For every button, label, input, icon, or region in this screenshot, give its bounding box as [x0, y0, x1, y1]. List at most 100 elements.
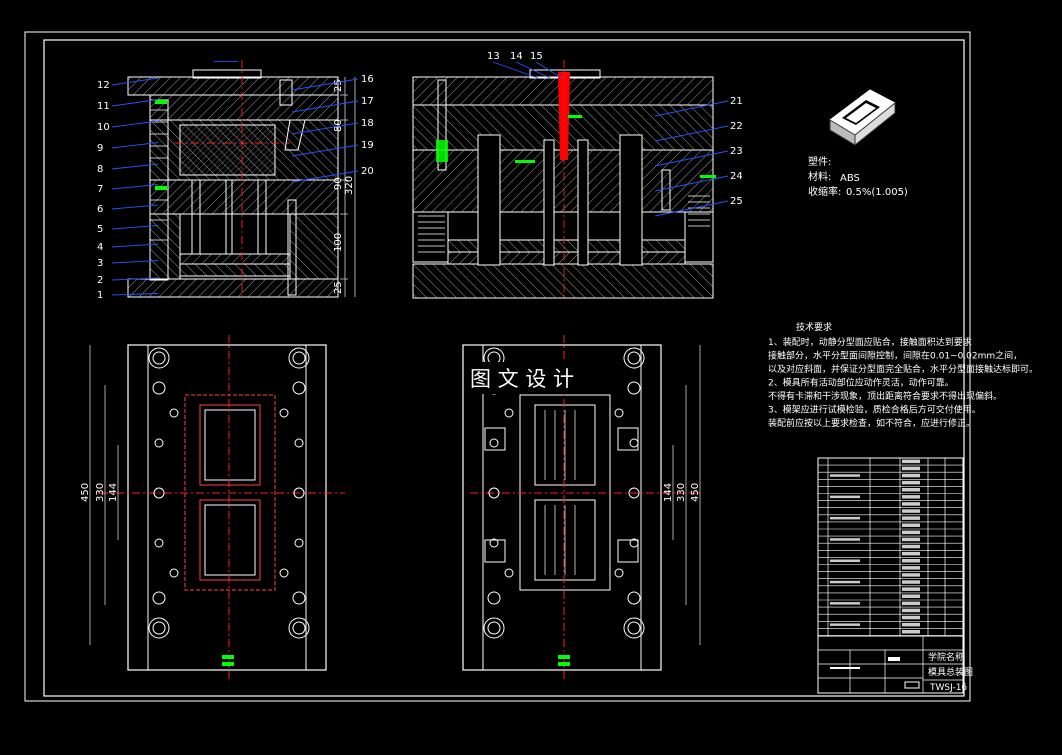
bolt-hole [627, 591, 641, 605]
bom-cell-fill [830, 538, 860, 541]
bom-cell-fill [830, 474, 860, 477]
bom-cell-fill [902, 495, 920, 499]
bolt-hole-inner [487, 621, 501, 635]
bolt-hole [489, 438, 499, 448]
left-section-view: ━━━━━━━━ [127, 59, 356, 300]
bom-cell-fill [902, 530, 920, 535]
part-number-5: 5 [97, 224, 103, 235]
bom-cell-fill [902, 544, 920, 549]
leader-line-21 [654, 100, 729, 117]
tech-req-line: 接触部分，水平分型面间隙控制，间隙在0.01~0.02mm之间， [768, 350, 1022, 362]
part-number-18: 18 [361, 118, 374, 129]
bolt-hole [288, 347, 310, 369]
leader-line-12 [111, 77, 159, 86]
dim-right-plan-mid: 330 [676, 483, 687, 502]
bom-cell-fill [902, 459, 920, 464]
bolt-hole [628, 487, 640, 499]
bom-cell-fill [902, 537, 920, 542]
dim-section-d2: 80 [333, 119, 344, 132]
part-number-10: 10 [97, 122, 110, 133]
leader-line-5 [111, 225, 159, 230]
leader-line-20 [291, 170, 359, 183]
title-drawing-no: TWSJ-16 [929, 683, 967, 693]
part-number-22: 22 [730, 121, 743, 132]
tech-req-line: 不得有卡滞和干涉现象，顶出距离符合要求不得出现偏斜。 [768, 390, 1002, 402]
bom-cell-fill [902, 516, 920, 520]
bolt-hole-inner [292, 351, 306, 365]
leader-line-15 [535, 61, 563, 79]
bolt-hole [623, 347, 645, 369]
leader-line-1 [111, 293, 159, 296]
bolt-hole [504, 408, 514, 418]
bolt-hole [288, 617, 310, 639]
bolt-hole [292, 381, 306, 395]
dim-left-plan-mid: 330 [95, 483, 106, 502]
dim-right-plan-inner: 144 [663, 483, 674, 502]
bom-cell-fill [902, 502, 920, 506]
bom-cell-fill [902, 622, 920, 627]
leader-line-7 [111, 184, 159, 190]
leader-line-9 [111, 142, 159, 149]
part-number-15: 15 [530, 51, 543, 62]
bom-cell-fill [830, 516, 860, 520]
dim-left-plan-inner: 144 [108, 483, 119, 502]
title-school: 学院名称 [928, 651, 964, 663]
part-number-21: 21 [730, 96, 743, 107]
part-number-23: 23 [730, 146, 743, 157]
bom-cell-fill [830, 559, 860, 562]
dim-left-plan-outer: 450 [80, 483, 91, 502]
bolt-hole-inner [152, 621, 166, 635]
bolt-hole [279, 568, 289, 578]
bom-cell-fill [902, 466, 920, 471]
leader-line-3 [111, 260, 159, 264]
watermark-text: 图 文 设 计 [470, 367, 574, 391]
right-section-view [412, 60, 716, 300]
dim-section-d3: 90 [333, 177, 344, 190]
leader-line-4 [111, 243, 159, 248]
shrink-value: 0.5%(1.005) [846, 187, 908, 198]
part-number-13: 13 [487, 51, 500, 62]
left-plan-view [89, 335, 345, 680]
tech-req-line: 以及对应斜面，并保证分型面完全贴合，水平分型面接触达标即可。 [768, 363, 1038, 375]
leader-line-18 [291, 122, 359, 135]
leader-line-17 [291, 100, 359, 113]
bom-cell-fill [902, 480, 920, 485]
bolt-hole [294, 438, 304, 448]
part-number-9: 9 [97, 143, 103, 154]
part-number-6: 6 [97, 204, 103, 215]
material-label: 材料: [808, 170, 831, 183]
outer-frame [24, 31, 971, 702]
bolt-hole [629, 438, 639, 448]
part-number-7: 7 [97, 184, 103, 195]
leader-line-16 [291, 78, 359, 91]
bom-cell-fill [902, 587, 920, 591]
bolt-hole [294, 538, 304, 548]
bom-cell-fill [902, 580, 920, 584]
bom-cell-fill [830, 580, 860, 584]
part-number-24: 24 [730, 171, 743, 182]
part-number-17: 17 [361, 96, 374, 107]
material-value: ABS [840, 173, 860, 184]
bolt-hole [504, 568, 514, 578]
part-number-11: 11 [97, 101, 110, 112]
bolt-hole [152, 381, 166, 395]
bolt-hole [169, 568, 179, 578]
bom-cell-fill [902, 573, 920, 577]
part-number-14: 14 [510, 51, 523, 62]
part-isometric-icon [829, 89, 896, 147]
leader-line-22 [654, 125, 729, 142]
part-heading: 塑件: [808, 156, 831, 168]
part-number-25: 25 [730, 196, 743, 207]
bom-cell-fill [830, 602, 860, 605]
bolt-hole-inner [152, 351, 166, 365]
part-number-8: 8 [97, 164, 103, 175]
bom-cell-fill [902, 594, 920, 598]
bolt-hole [154, 538, 164, 548]
bom-cell-fill [830, 495, 860, 499]
right-plan-view [462, 335, 701, 680]
tech-req-line: 装配前应按以上要求检查，如不符合，应进行修正。 [768, 417, 975, 429]
bom-cell-fill [902, 523, 920, 527]
